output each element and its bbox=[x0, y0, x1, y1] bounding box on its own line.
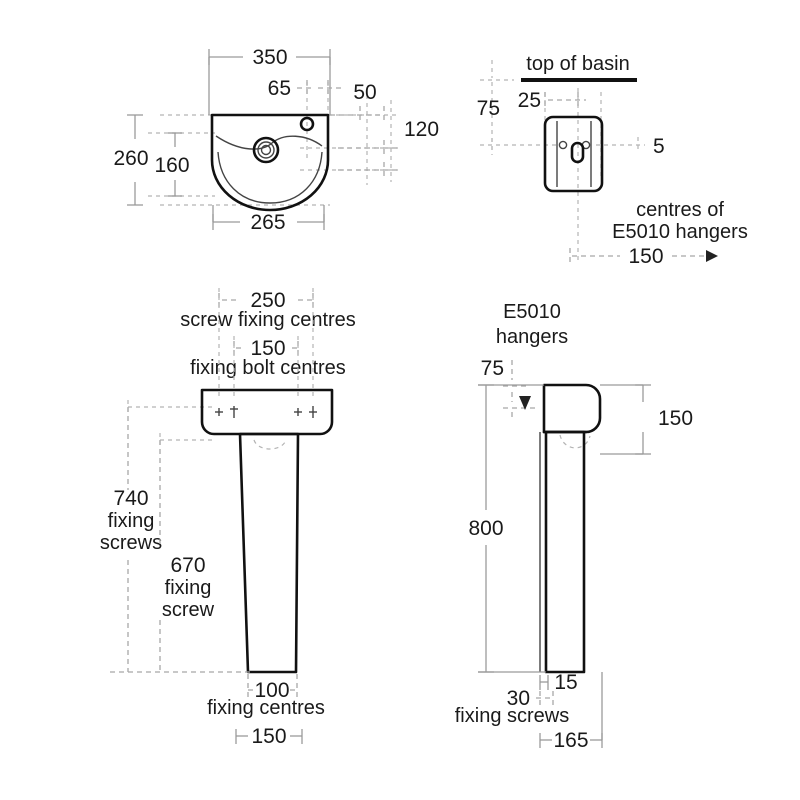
dim-350: 350 bbox=[208, 46, 331, 115]
dim-165: 165 bbox=[539, 672, 603, 752]
dim-65-label: 65 bbox=[268, 77, 291, 100]
dim-670: 670 fixing screw bbox=[159, 440, 215, 672]
dim-150-bolt: 150 bbox=[233, 337, 300, 360]
hanger-centre-slot bbox=[570, 141, 585, 164]
top-of-basin-label: top of basin bbox=[526, 53, 629, 75]
view-side-elevation: E5010 hangers 75 150 bbox=[455, 301, 693, 752]
dim-740-label: 740 bbox=[113, 487, 148, 510]
fixing-screws-side-label: fixing screws bbox=[455, 705, 569, 727]
dim-150-hangers-label: 150 bbox=[628, 245, 663, 268]
dim-260-label: 260 bbox=[113, 147, 148, 170]
dim-5-label: 5 bbox=[653, 135, 665, 158]
dim-265-label: 265 bbox=[250, 211, 285, 234]
dim-75-side: 75 bbox=[481, 357, 535, 420]
fixing-mark-bolt-left bbox=[230, 406, 238, 418]
basin-plan-outline bbox=[210, 113, 330, 212]
dim-260: 260 bbox=[113, 114, 149, 206]
hanger-plate bbox=[543, 115, 604, 193]
dim-800-label: 800 bbox=[468, 517, 503, 540]
dim-160-label: 160 bbox=[154, 154, 189, 177]
dim-25-label: 25 bbox=[518, 89, 541, 112]
dim-150-base: 150 bbox=[235, 725, 303, 748]
dim-740-line2: fixing bbox=[108, 510, 155, 532]
dim-100-label: 100 bbox=[254, 679, 289, 702]
fixing-centres-label: fixing centres bbox=[207, 697, 325, 719]
dim-75-side-label: 75 bbox=[481, 357, 504, 380]
dim-15-label: 15 bbox=[554, 671, 577, 694]
view-front-elevation: 250 screw fixing centres 150 fixing bolt… bbox=[100, 288, 356, 748]
basin-front-body bbox=[200, 388, 334, 436]
dim-250-label: 250 bbox=[250, 289, 285, 312]
dim-120: 120 bbox=[338, 118, 439, 180]
basin-side-body bbox=[542, 383, 602, 434]
dim-150-side: 150 bbox=[600, 384, 693, 455]
e5010-label-side: E5010 bbox=[503, 301, 561, 323]
tap-hole bbox=[299, 116, 315, 132]
dim-150-side-label: 150 bbox=[658, 407, 693, 430]
dim-150-arrow bbox=[706, 250, 718, 262]
fixing-marks bbox=[215, 406, 317, 418]
dim-250: 250 bbox=[218, 289, 316, 312]
view-plan: 350 65 50 120 bbox=[113, 46, 439, 234]
dim-65: 65 bbox=[268, 77, 345, 100]
waste-outlet bbox=[252, 136, 280, 164]
dim-25: 25 bbox=[518, 89, 586, 112]
dim-160: 160 bbox=[154, 132, 190, 197]
front-construction-lines bbox=[127, 288, 314, 447]
fixing-mark-screw-left bbox=[215, 408, 223, 416]
e5010-hangers-label: E5010 hangers bbox=[612, 221, 748, 243]
fixing-bolt-centres-label: fixing bolt centres bbox=[190, 357, 346, 379]
dim-75-arrow bbox=[519, 396, 531, 410]
dim-75-rear-label: 75 bbox=[477, 97, 500, 120]
dim-740: 740 fixing screws bbox=[100, 407, 250, 673]
fixing-mark-bolt-right bbox=[294, 408, 302, 416]
dim-670-line3: screw bbox=[162, 599, 215, 621]
hangers-label-side: hangers bbox=[496, 326, 568, 348]
pedestal-front bbox=[238, 432, 300, 674]
dim-150-bolt-label: 150 bbox=[250, 337, 285, 360]
dim-150-hangers: 150 bbox=[569, 245, 718, 268]
waste-hidden-detail bbox=[253, 439, 287, 450]
dim-265: 265 bbox=[212, 205, 325, 234]
dim-30-label: 30 bbox=[507, 687, 530, 710]
dim-30: 30 bbox=[507, 687, 554, 710]
dim-670-line2: fixing bbox=[165, 577, 212, 599]
dim-150-base-label: 150 bbox=[251, 725, 286, 748]
dim-800: 800 bbox=[468, 384, 546, 673]
fixing-mark-screw-right bbox=[309, 406, 317, 418]
waste-hidden-side bbox=[559, 434, 591, 449]
centres-of-label: centres of bbox=[636, 199, 724, 221]
screw-fixing-centres-label: screw fixing centres bbox=[180, 309, 356, 331]
dim-165-label: 165 bbox=[553, 729, 588, 752]
dim-15: 15 bbox=[539, 671, 578, 694]
dim-100: 100 bbox=[247, 674, 298, 702]
dim-50: 50 bbox=[330, 81, 385, 124]
dim-350-label: 350 bbox=[252, 46, 287, 69]
view-rear-hanger: top of basin 75 25 bbox=[477, 53, 748, 268]
basin-bowl-rim bbox=[215, 135, 323, 150]
basin-bowl-inner bbox=[217, 151, 323, 204]
dim-120-label: 120 bbox=[404, 118, 439, 141]
dim-50-label: 50 bbox=[353, 81, 376, 104]
dim-740-line3: screws bbox=[100, 532, 162, 554]
dim-670-label: 670 bbox=[170, 554, 205, 577]
pedestal-side bbox=[544, 430, 586, 674]
hanger-hole-left bbox=[558, 140, 568, 150]
